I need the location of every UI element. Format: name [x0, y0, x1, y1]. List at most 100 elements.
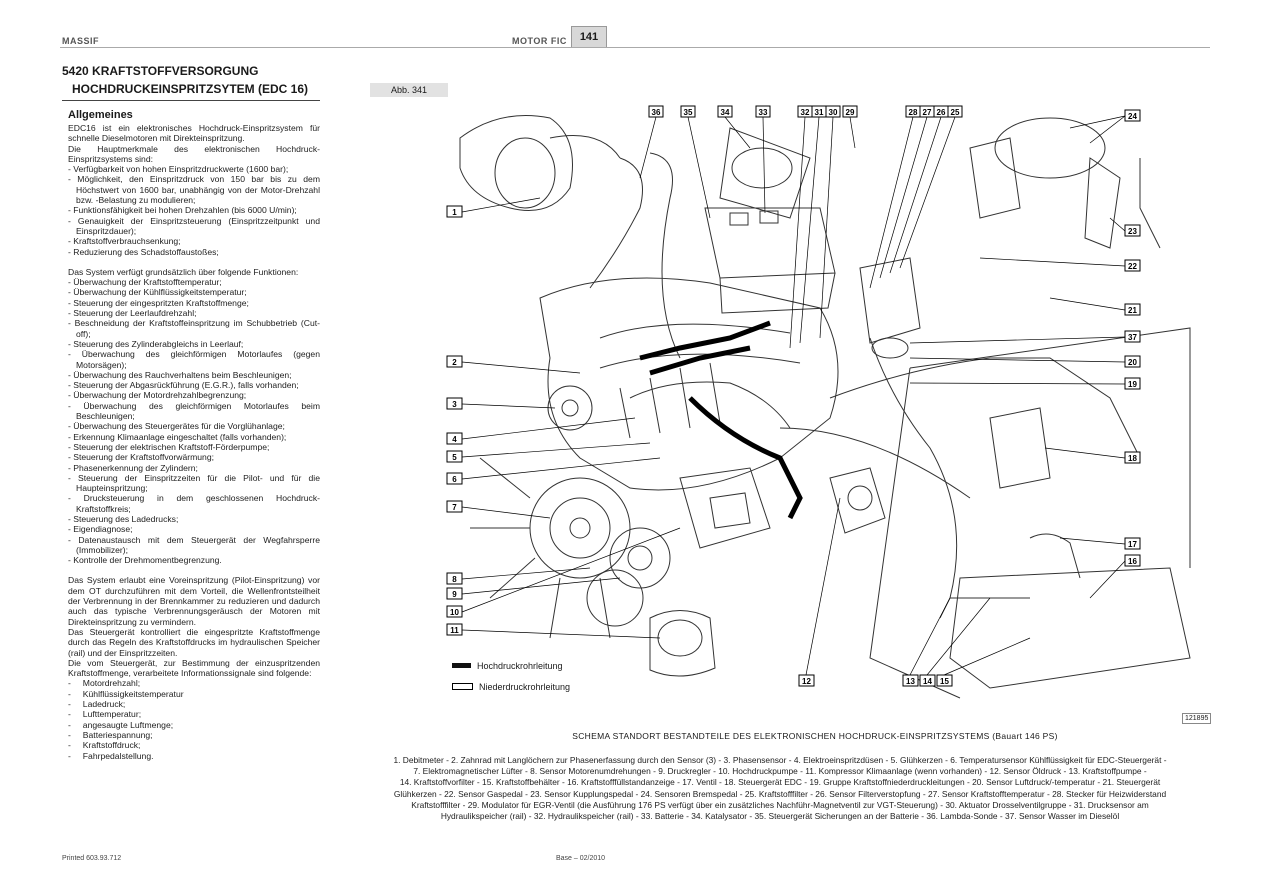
body-paragraph: - Kühlflüssigkeitstemperatur	[68, 688, 184, 699]
callout-2: 2	[446, 355, 463, 368]
callout-26: 26	[933, 105, 949, 118]
body-paragraph: Das System verfügt grundsätzlich über fo…	[68, 266, 299, 277]
svg-text:24: 24	[1128, 112, 1137, 121]
body-paragraph: - Drucksteuerung in dem geschlossenen Ho…	[68, 493, 320, 514]
svg-text:2: 2	[452, 358, 457, 367]
body-paragraph: - Überwachung der Motordrehzahlbegrenzun…	[68, 390, 247, 401]
svg-text:10: 10	[450, 608, 459, 617]
body-paragraph: - Fahrpedalstellung.	[68, 750, 154, 761]
svg-text:23: 23	[1128, 227, 1137, 236]
section-title: 5420 KRAFTSTOFFVERSORGUNG	[62, 64, 259, 78]
callout-30: 30	[825, 105, 841, 118]
callout-36: 36	[648, 105, 664, 118]
body-paragraph: - Kraftstoffdruck;	[68, 740, 141, 751]
callout-22: 22	[1124, 259, 1141, 272]
figure-label: Abb. 341	[370, 83, 448, 97]
callout-31: 31	[811, 105, 827, 118]
svg-text:27: 27	[923, 108, 932, 117]
callout-13: 13	[902, 674, 919, 687]
svg-text:28: 28	[909, 108, 918, 117]
body-paragraph: - Steuerung der Einspritzzeiten für die …	[68, 472, 320, 494]
legend-high-label: Hochdruckrohrleitung	[477, 660, 563, 671]
body-paragraph: Die vom Steuergerät, zur Bestimmung der …	[68, 657, 320, 679]
callout-17: 17	[1124, 537, 1141, 550]
callout-15: 15	[936, 674, 953, 687]
svg-text:18: 18	[1128, 454, 1137, 463]
body-paragraph: - Steuerung der Leerlaufdrehzahl;	[68, 308, 197, 319]
figure-caption: SCHEMA STANDORT BESTANDTEILE DES ELEKTRO…	[572, 731, 1058, 741]
legend-low-swatch	[452, 683, 473, 690]
callout-5: 5	[446, 450, 463, 463]
callout-11: 11	[446, 623, 463, 636]
body-paragraph: - angesaugte Luftmenge;	[68, 719, 174, 730]
svg-text:21: 21	[1128, 306, 1137, 315]
svg-text:22: 22	[1128, 262, 1137, 271]
body-paragraph: - Eigendiagnose;	[68, 524, 133, 535]
svg-text:9: 9	[452, 590, 457, 599]
callout-29: 29	[842, 105, 858, 118]
svg-text:12: 12	[802, 677, 811, 686]
body-paragraph: Das Steuergerät kontrolliert die eingesp…	[68, 626, 320, 658]
legend-low-label: Niederdruckrohrleitung	[479, 681, 571, 692]
svg-text:20: 20	[1128, 358, 1137, 367]
header-chapter: MOTOR FIC	[512, 36, 567, 46]
callout-35: 35	[680, 105, 696, 118]
pipe-legend: Hochdruckrohrleitung Niederdruckrohrleit…	[452, 655, 570, 697]
body-paragraph: - Überwachung des gleichförmigen Motorla…	[68, 400, 320, 422]
svg-text:34: 34	[721, 108, 730, 117]
svg-text:3: 3	[452, 400, 457, 409]
svg-text:8: 8	[452, 575, 457, 584]
callout-28: 28	[905, 105, 921, 118]
footer-edition: Base – 02/2010	[556, 855, 606, 862]
body-paragraph: - Steuerung des Zylinderabgleichs in Lee…	[68, 338, 244, 349]
svg-text:29: 29	[846, 108, 855, 117]
callout-12: 12	[798, 674, 815, 687]
body-paragraph: - Beschneidung der Kraftstoffeinspritzun…	[68, 318, 320, 339]
callout-34: 34	[717, 105, 733, 118]
parts-list: 1. Debitmeter - 2. Zahnrad mit Langlöche…	[350, 755, 1210, 822]
body-paragraph: - Kontrolle der Drehmomentbegrenzung.	[68, 555, 222, 566]
svg-text:32: 32	[801, 108, 810, 117]
body-paragraph: - Überwachung des Steuergerätes für die …	[68, 421, 285, 432]
legend-low: Niederdruckrohrleitung	[452, 676, 570, 697]
svg-text:37: 37	[1128, 333, 1137, 342]
svg-text:15: 15	[940, 677, 949, 686]
svg-text:16: 16	[1128, 557, 1137, 566]
svg-text:31: 31	[815, 108, 824, 117]
callout-3: 3	[446, 397, 463, 410]
callout-32: 32	[797, 105, 813, 118]
body-heading: Allgemeines	[68, 109, 133, 121]
callout-4: 4	[446, 432, 463, 445]
svg-text:36: 36	[652, 108, 661, 117]
callout-1: 1	[446, 205, 463, 218]
body-paragraph: - Funktionsfähigkeit bei hohen Drehzahle…	[68, 205, 297, 216]
callout-19: 19	[1124, 377, 1141, 390]
body-paragraph: - Batteriespannung;	[68, 729, 153, 740]
svg-text:7: 7	[452, 503, 457, 512]
svg-text:14: 14	[923, 677, 932, 686]
callout-16: 16	[1124, 554, 1141, 567]
callout-27: 27	[919, 105, 935, 118]
body-text: EDC16 ist ein elektronisches Hochdruck-E…	[68, 123, 320, 761]
callout-9: 9	[446, 587, 463, 600]
callout-10: 10	[446, 605, 463, 618]
body-paragraph: - Steuerung der eingespritzten Kraftstof…	[68, 297, 249, 308]
svg-text:1: 1	[452, 208, 457, 217]
callout-6: 6	[446, 472, 463, 485]
callout-33: 33	[755, 105, 771, 118]
body-paragraph: - Steuerung der elektrischen Kraftstoff-…	[68, 441, 270, 452]
parts-line: Kraftstofffilter - 29. Modulator für EGR…	[411, 799, 1149, 810]
subtitle-rule	[62, 100, 320, 101]
svg-text:26: 26	[937, 108, 946, 117]
legend-high-swatch	[452, 663, 471, 668]
svg-text:30: 30	[829, 108, 838, 117]
body-paragraph: - Erkennung Klimaanlage eingeschaltet (f…	[68, 431, 287, 442]
parts-line: 14. Kraftstoffvorfilter - 15. Kraftstoff…	[399, 777, 1161, 788]
callout-20: 20	[1124, 355, 1141, 368]
svg-text:5: 5	[452, 453, 457, 462]
body-paragraph: - Lufttemperatur;	[68, 709, 142, 720]
footer-print: Printed 603.93.712	[62, 855, 122, 862]
body-paragraph: - Motordrehzahl;	[68, 678, 141, 689]
body-paragraph: - Ladedruck;	[68, 699, 126, 710]
body-paragraph: - Reduzierung des Schadstoffaustoßes;	[68, 246, 219, 257]
